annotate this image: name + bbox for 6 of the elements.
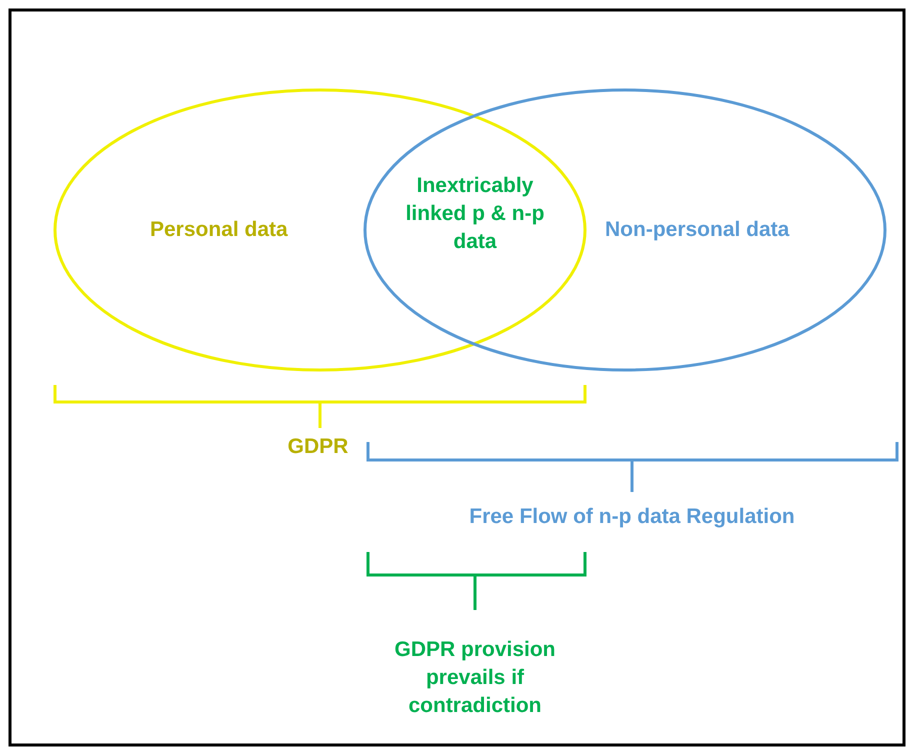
set-label: Personal data [150, 217, 288, 243]
regulation-label: Free Flow of n-p data Regulation [468, 504, 796, 530]
set-label: Non-personal data [605, 217, 790, 243]
regulation-label: GDPR [286, 434, 350, 460]
overlap-label: Inextricably linked p & n-p data [404, 173, 546, 255]
note-text: GDPR provision prevails if contradiction [393, 637, 557, 719]
